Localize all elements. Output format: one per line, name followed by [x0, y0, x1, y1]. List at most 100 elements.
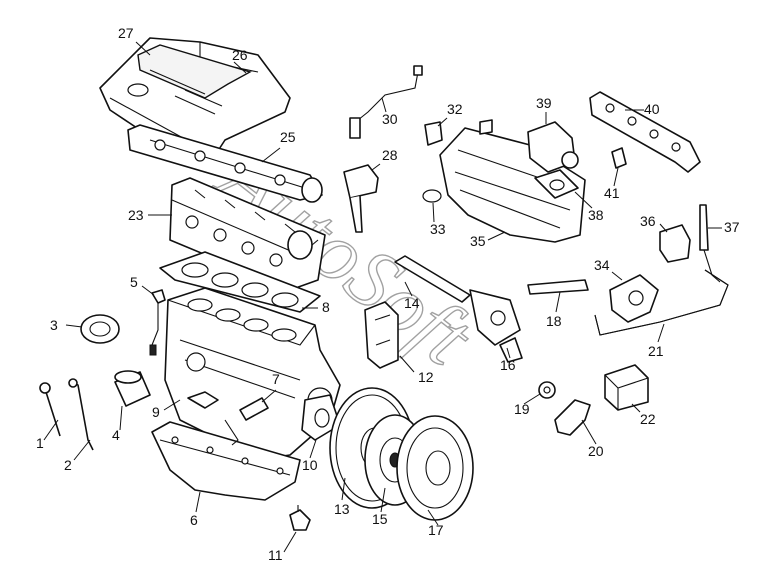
callout-leader-line	[399, 355, 415, 373]
callout-number: 1	[36, 435, 44, 451]
oil-pan	[151, 421, 301, 501]
callout-25: 25	[261, 129, 296, 163]
callout-number: 20	[588, 443, 604, 459]
callout-17: 17	[427, 509, 444, 538]
ignition-coil	[343, 164, 379, 233]
callout-leader-line	[613, 167, 619, 187]
callout-leader-line	[261, 389, 277, 403]
valve-34	[609, 274, 659, 323]
callout-19: 19	[514, 393, 541, 417]
oil-filter	[114, 370, 151, 407]
callout-leader-line	[432, 202, 435, 223]
callout-9: 9	[152, 399, 181, 420]
callout-leader-line	[523, 393, 541, 405]
callout-number: 35	[470, 233, 486, 249]
callout-number: 9	[152, 404, 160, 420]
callout-number: 17	[428, 522, 444, 538]
callout-number: 36	[640, 213, 656, 229]
callout-leader-line	[581, 419, 597, 445]
callout-37: 37	[708, 219, 740, 235]
callout-number: 15	[372, 511, 388, 527]
callout-leader-line	[283, 531, 297, 553]
callout-number: 39	[536, 95, 552, 111]
callout-3: 3	[50, 317, 83, 333]
callout-leader-line	[135, 41, 151, 56]
callout-41: 41	[604, 167, 620, 201]
callout-leader-line	[341, 477, 346, 501]
callout-36: 36	[640, 213, 668, 233]
callout-leader-line	[657, 323, 665, 343]
callout-number: 2	[64, 457, 72, 473]
callout-21: 21	[648, 323, 665, 359]
callout-number: 41	[604, 185, 620, 201]
callout-number: 16	[500, 357, 516, 373]
callout-number: 21	[648, 343, 664, 359]
callout-leader-line	[381, 97, 387, 113]
fitting-19	[538, 381, 556, 399]
callout-leader-line	[233, 61, 247, 74]
callout-leader-line	[371, 163, 381, 171]
callout-27: 27	[118, 25, 151, 56]
callout-5: 5	[130, 274, 155, 296]
callout-number: 30	[382, 111, 398, 127]
callout-leader-line	[506, 347, 511, 359]
callout-number: 26	[232, 47, 248, 63]
callout-leader-line	[437, 117, 448, 127]
sensor-41	[611, 147, 627, 169]
callout-15: 15	[372, 487, 388, 527]
callout-10: 10	[302, 439, 318, 473]
callout-leader-line	[611, 271, 623, 281]
callout-number: 33	[430, 221, 446, 237]
callout-34: 34	[594, 257, 623, 281]
intake-manifold	[439, 119, 586, 243]
callout-leader-line	[659, 223, 668, 233]
callout-number: 37	[724, 219, 740, 235]
coolant-hose-7	[224, 397, 269, 446]
callout-23: 23	[128, 207, 172, 223]
cylinder-head	[169, 177, 326, 291]
callout-number: 28	[382, 147, 398, 163]
callout-leader-line	[427, 509, 439, 526]
callout-number: 19	[514, 401, 530, 417]
gasket-33	[422, 189, 442, 203]
callout-number: 11	[268, 547, 283, 563]
flange-38	[534, 169, 579, 199]
coolant-pipe	[394, 255, 521, 346]
callout-leader-line	[309, 439, 317, 459]
fuel-rail	[589, 91, 701, 173]
callout-leader-line	[631, 403, 641, 413]
dipstick-tube	[68, 378, 94, 451]
callout-number: 34	[594, 257, 610, 273]
callout-number: 40	[644, 101, 660, 117]
thermostat	[499, 337, 523, 363]
engine-block	[164, 287, 341, 461]
callout-1: 1	[36, 419, 59, 451]
hose-20	[554, 399, 591, 436]
sensor-32	[424, 121, 443, 146]
callout-number: 14	[404, 295, 420, 311]
callout-number: 3	[50, 317, 58, 333]
pipe-37	[699, 204, 721, 283]
callout-leader-line	[487, 231, 506, 241]
solenoid-36	[659, 224, 691, 263]
sensor-5	[149, 289, 166, 356]
part-3	[80, 314, 120, 344]
callout-33: 33	[430, 202, 446, 237]
callout-14: 14	[404, 281, 420, 311]
callout-40: 40	[625, 101, 660, 117]
callout-20: 20	[581, 419, 604, 459]
callout-number: 25	[280, 129, 296, 145]
head-gasket	[159, 251, 321, 313]
dipstick	[39, 382, 61, 437]
pressure-plate	[396, 415, 474, 521]
callout-layer: 1234567891011121314151617181920212223252…	[36, 25, 740, 563]
callout-22: 22	[631, 403, 656, 427]
callout-number: 38	[588, 207, 604, 223]
valve-cover	[127, 124, 323, 203]
callout-number: 4	[112, 427, 120, 443]
callout-number: 13	[334, 501, 350, 517]
sensor-11	[289, 505, 311, 531]
callout-2: 2	[64, 439, 91, 473]
callout-leader-line	[119, 405, 123, 431]
callout-leader-line	[43, 419, 59, 441]
